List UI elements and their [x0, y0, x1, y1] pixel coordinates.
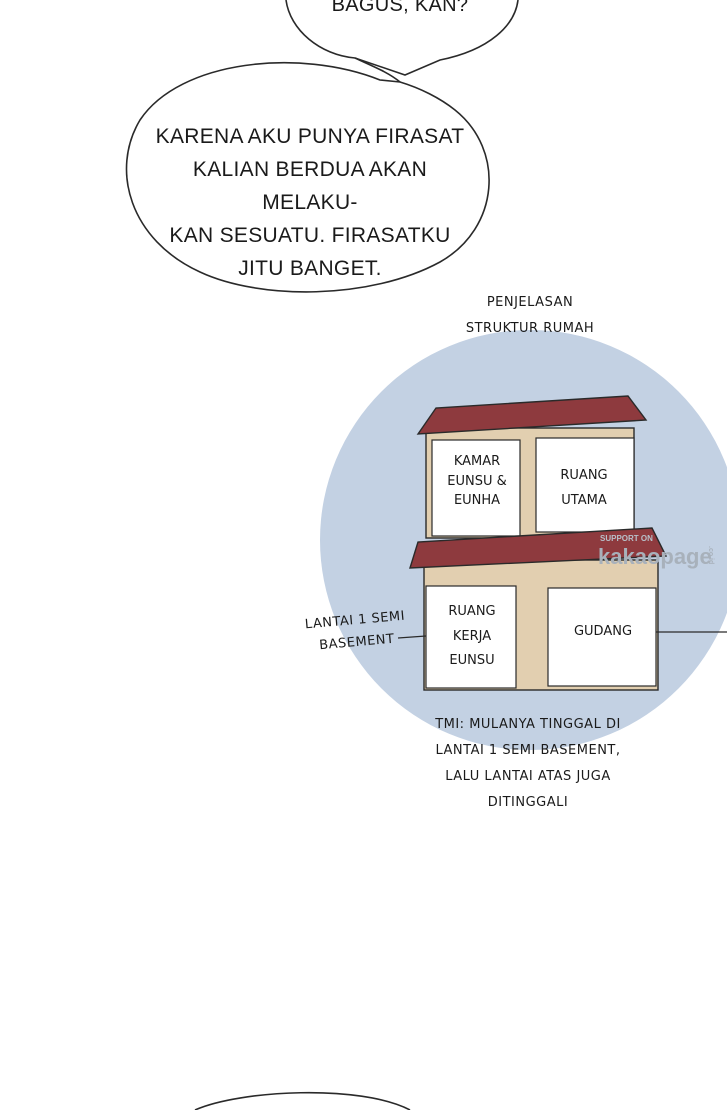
- main-bubble-line: KARENA AKU PUNYA FIRASAT: [155, 125, 465, 148]
- main-bubble-line: JITU BANGET.: [238, 257, 382, 280]
- watermark-domain: .co.id: [707, 546, 714, 565]
- label-line: RUANG: [560, 468, 608, 483]
- house-diagram: [409, 395, 668, 691]
- side-label-pointer: [397, 635, 427, 639]
- label-line: GUDANG: [573, 624, 633, 639]
- label-utama: RUANG UTAMA: [536, 464, 632, 513]
- lower-roof: [409, 527, 668, 569]
- room-kerja: [425, 585, 517, 689]
- label-line: KERJA: [452, 628, 492, 644]
- main-bubble-line: KAN SESUATU. FIRASATKU: [169, 224, 451, 247]
- note-line: LANTAI 1 SEMI BASEMENT,: [435, 743, 621, 758]
- label-line: EUNSU: [449, 653, 495, 669]
- note-line: LALU LANTAI ATAS JUGA: [445, 769, 611, 784]
- label-kerja: RUANG KERJA EUNSU: [428, 600, 516, 674]
- watermark-brand: kakaopage: [598, 544, 712, 569]
- bottom-speech-bubble: [194, 1091, 411, 1110]
- label-line: EUNSU &: [447, 473, 507, 489]
- label-line: EUNHA: [453, 493, 501, 508]
- label-line: KAMAR: [453, 454, 501, 469]
- room-kamar: [431, 439, 521, 537]
- upper-roof: [416, 395, 648, 435]
- label-gudang: GUDANG: [550, 622, 656, 642]
- note-line: TMI: MULANYA TINGGAL DI: [435, 717, 621, 732]
- room-utama: [535, 437, 635, 533]
- label-line: RUANG: [448, 604, 496, 619]
- top-bubble-text: BAGUS, KAN?: [331, 0, 469, 16]
- label-line: UTAMA: [561, 492, 607, 508]
- diagram-title-line: STRUKTUR RUMAH: [465, 321, 595, 336]
- diagram-title: PENJELASAN STRUKTUR RUMAH: [440, 290, 620, 342]
- watermark-small: SUPPORT ON: [600, 534, 653, 543]
- diagram-title-line: PENJELASAN: [486, 295, 574, 310]
- main-bubble-line: KALIAN BERDUA AKAN MELAKU-: [192, 158, 428, 214]
- tmi-note: TMI: MULANYA TINGGAL DI LANTAI 1 SEMI BA…: [408, 712, 648, 816]
- room-gudang: [547, 587, 657, 687]
- main-bubble-text: KARENA AKU PUNYA FIRASAT KALIAN BERDUA A…: [150, 120, 470, 285]
- label-kamar: KAMAR EUNSU & EUNHA: [434, 452, 520, 511]
- top-speech-bubble: [285, 0, 519, 76]
- main-speech-bubble: [125, 61, 490, 293]
- note-line: DITINGGALI: [487, 795, 569, 810]
